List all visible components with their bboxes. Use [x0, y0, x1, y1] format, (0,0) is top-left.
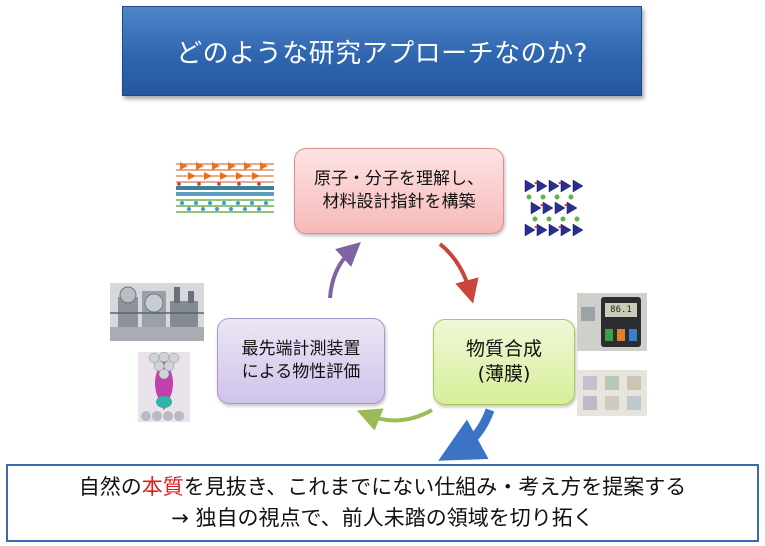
- tester-button-orange: [617, 329, 625, 341]
- title-banner: どのような研究アプローチなのか?: [122, 6, 642, 96]
- film-sample: [605, 396, 619, 410]
- conclusion-line1: 自然の本質を見抜き、これまでにない仕組み・考え方を提案する: [79, 472, 687, 503]
- conclusion-line1-b: を見抜き、これまでにない仕組み・考え方を提案する: [183, 475, 687, 499]
- tester-button-blue: [629, 329, 637, 341]
- stm-tip-illustration: [138, 352, 190, 422]
- measurement-apparatus-photo: [110, 283, 204, 341]
- tester-button-green: [605, 329, 613, 341]
- tester-display: 86.1: [605, 303, 637, 317]
- film-sample: [583, 376, 597, 390]
- node-measurement-line2: による物性評価: [241, 362, 361, 382]
- film-sample: [627, 396, 641, 410]
- node-atomic-line2: 材料設計指針を構築: [322, 192, 476, 212]
- pocket-tester-photo: 86.1: [577, 293, 647, 351]
- film-sample: [583, 396, 597, 410]
- film-sample: [627, 376, 641, 390]
- highlight-essence: 本質: [141, 475, 184, 499]
- page-title: どのような研究アプローチなのか?: [176, 38, 588, 69]
- sample-substrate: [581, 307, 595, 321]
- film-sample: [605, 376, 619, 390]
- node-measurement: 最先端計測装置 による物性評価: [217, 318, 385, 404]
- node-material-synthesis: 物質合成 (薄膜): [433, 319, 575, 405]
- node-atomic-line1: 原子・分子を理解し、: [314, 169, 484, 189]
- node-synthesis-line1: 物質合成: [465, 338, 542, 360]
- node-measurement-line1: 最先端計測装置: [241, 339, 361, 359]
- arrow-measurement-to-atoms: [328, 241, 361, 299]
- crystal-layers-icon: [176, 162, 274, 213]
- thin-film-samples-photo: [577, 370, 647, 416]
- arrow-synthesis-to-conclusion: [438, 408, 495, 461]
- layered-oxide-structure-icon: [524, 179, 584, 237]
- arrow-synthesis-to-measurement: [356, 408, 433, 431]
- arrow-atoms-to-synthesis: [438, 242, 479, 304]
- conclusion-box: 自然の本質を見抜き、これまでにない仕組み・考え方を提案する → 独自の視点で、前…: [6, 464, 759, 542]
- conclusion-line2: → 独自の視点で、前人未踏の領域を切り拓く: [171, 506, 594, 530]
- node-synthesis-line2: (薄膜): [477, 363, 531, 385]
- node-atomic-understanding: 原子・分子を理解し、 材料設計指針を構築: [294, 148, 504, 234]
- conclusion-line1-a: 自然の: [78, 475, 142, 499]
